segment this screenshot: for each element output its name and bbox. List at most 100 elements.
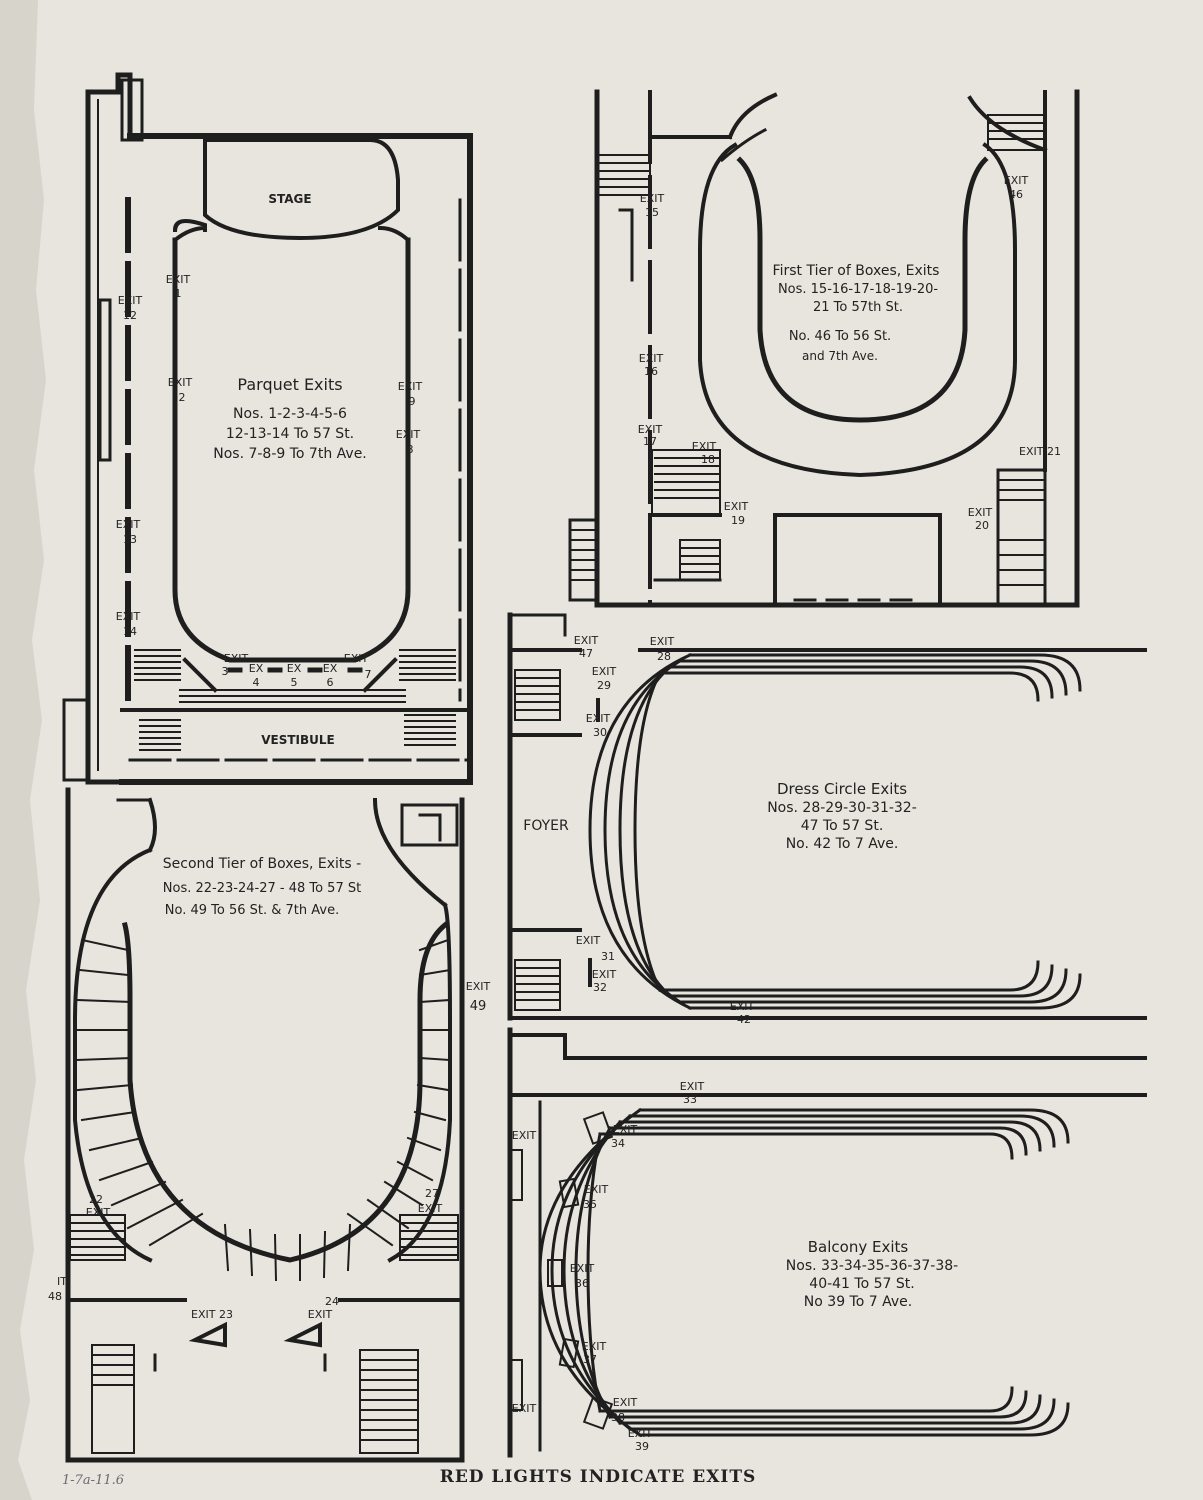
first-tier-line-4: and 7th Ave.	[802, 349, 878, 363]
exit-label: EXIT	[418, 1202, 443, 1215]
second-tier-plan	[65, 787, 465, 1463]
balcony-rows	[538, 1107, 1070, 1438]
dress-circle-line-3: No. 42 To 7 Ave.	[786, 836, 899, 852]
exit-number: 24	[325, 1295, 339, 1308]
first-tier-title: First Tier of Boxes, Exits	[773, 263, 940, 279]
exit-label: EXIT	[724, 500, 749, 513]
exit-number: 49	[470, 999, 487, 1014]
dress-circle-title: Dress Circle Exits	[777, 780, 907, 798]
exit-label: EXIT	[628, 1427, 653, 1440]
first-tier-line-3: No. 46 To 56 St.	[789, 329, 891, 344]
exit-label: EXIT	[968, 506, 993, 519]
exit-label: EX	[323, 662, 338, 675]
exit-label: EXIT	[639, 352, 664, 365]
exit-number: 29	[597, 679, 611, 692]
parquet-line-3: Nos. 7-8-9 To 7th Ave.	[213, 446, 367, 462]
exit-number: 37	[583, 1353, 597, 1366]
foyer-label: FOYER	[523, 818, 569, 834]
dress-circle-plan	[507, 612, 1147, 1021]
exit-label: EXIT	[570, 1262, 595, 1275]
first-tier-line-1: Nos. 15-16-17-18-19-20-	[778, 282, 938, 297]
exit-number: 46	[1009, 188, 1023, 201]
exit-label: EXIT	[118, 294, 143, 307]
exit-label: EXIT	[638, 423, 663, 436]
exit-label: EXIT	[613, 1123, 638, 1136]
exit-label: EXIT	[576, 934, 601, 947]
exit-label: EXIT	[344, 652, 369, 665]
exit-number: 30	[593, 726, 607, 739]
second-tier-title: Second Tier of Boxes, Exits -	[163, 856, 361, 872]
exit-label: EXIT	[584, 1183, 609, 1196]
exit-label: EXIT	[166, 273, 191, 286]
exit-number: 47	[579, 647, 593, 660]
exit-number: 5	[291, 676, 298, 689]
exit-label: EXIT	[86, 1206, 111, 1219]
exit-label: EXIT	[512, 1129, 537, 1142]
exit-label: EXIT	[466, 980, 491, 993]
second-tier-line-1: Nos. 22-23-24-27 - 48 To 57 St	[163, 881, 361, 896]
exit-label: EXIT	[613, 1396, 638, 1409]
catalog-mark: 1-7a-11.6	[62, 1473, 124, 1488]
exit-number: 19	[731, 514, 745, 527]
exit-label: EXIT	[692, 440, 717, 453]
exit-number: 14	[123, 625, 137, 638]
exit-number: 8	[407, 443, 414, 456]
exit-number: 31	[601, 950, 615, 963]
parquet-line-1: Nos. 1-2-3-4-5-6	[233, 406, 347, 422]
exit-label: EXIT	[730, 1000, 755, 1013]
exit-number: 15	[645, 206, 659, 219]
exit-label: EXIT 21	[1019, 445, 1061, 458]
exit-label: EXIT	[116, 610, 141, 623]
exit-number: 38	[611, 1411, 625, 1424]
exit-label: EXIT	[680, 1080, 705, 1093]
exit-label: EXIT	[640, 192, 665, 205]
second-tier-box-dividers	[75, 938, 452, 1282]
exit-label: EXIT	[168, 376, 193, 389]
exit-number: 7	[365, 668, 372, 681]
exit-number: 35	[583, 1198, 597, 1211]
exit-label: EXIT	[398, 380, 423, 393]
exit-number: 27	[425, 1187, 439, 1200]
exit-label: EXIT	[308, 1308, 333, 1321]
parquet-line-2: 12-13-14 To 57 St.	[226, 426, 354, 442]
exit-number: 12	[123, 309, 137, 322]
balcony-title: Balcony Exits	[808, 1238, 909, 1256]
exit-number: 1	[175, 287, 182, 300]
stage-label: STAGE	[268, 192, 311, 206]
exit-label: EXIT	[512, 1402, 537, 1415]
vestibule-label: VESTIBULE	[261, 733, 335, 747]
exit-number: 17	[643, 435, 657, 448]
exit-label: EXIT	[574, 634, 599, 647]
exit-label: EXIT	[582, 1340, 607, 1353]
exit-label: EXIT	[650, 635, 675, 648]
exit-label: EXIT 23	[191, 1308, 233, 1321]
balcony-line-2: 40-41 To 57 St.	[809, 1276, 914, 1292]
exit-number: 6	[327, 676, 334, 689]
balcony-line-1: Nos. 33-34-35-36-37-38-	[786, 1258, 958, 1274]
exit-label: EXIT	[586, 712, 611, 725]
exit-number: 32	[593, 981, 607, 994]
dress-circle-rows	[588, 653, 1082, 1011]
exit-number: 36	[575, 1277, 589, 1290]
first-tier-line-2: 21 To 57th St.	[813, 300, 903, 315]
exit-label: EXIT	[396, 428, 421, 441]
parquet-title: Parquet Exits	[237, 375, 342, 394]
exit-label: EXIT	[592, 968, 617, 981]
exit-number: 33	[683, 1093, 697, 1106]
dress-circle-line-2: 47 To 57 St.	[801, 818, 884, 834]
exit-number: 28	[657, 650, 671, 663]
exit-number: 42	[737, 1013, 751, 1026]
exit-label: IT	[57, 1275, 67, 1288]
exit-number: 20	[975, 519, 989, 532]
first-tier-plan	[568, 89, 1080, 608]
footer-caption: RED LIGHTS INDICATE EXITS	[440, 1467, 757, 1487]
parquet-plan	[62, 72, 473, 785]
exit-label: EXIT	[1004, 174, 1029, 187]
balcony-plan	[507, 1027, 1147, 1458]
exit-label: EXIT	[224, 652, 249, 665]
exit-number: 4	[253, 676, 260, 689]
exit-number: 18	[701, 453, 715, 466]
exit-number: 3	[222, 665, 229, 678]
